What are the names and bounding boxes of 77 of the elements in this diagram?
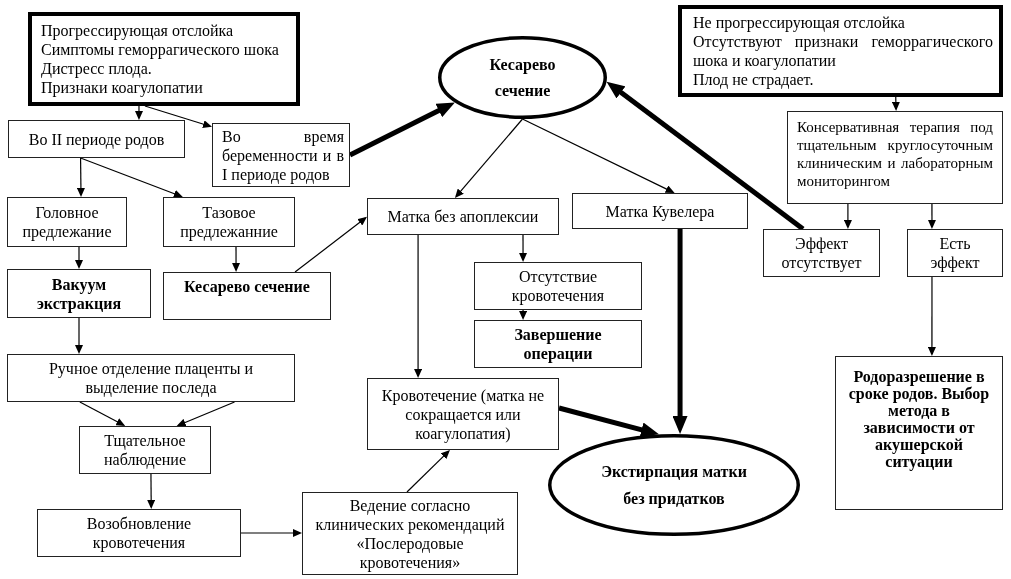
arrow <box>843 203 852 229</box>
node-text: Родоразрешение в сроке родов. Выбор метода в зависимости от акушерской ситуации <box>847 368 991 470</box>
step-box <box>163 197 295 247</box>
node-text: Ведение согласно клинических рекомендаций «Послеродовые кровотечения» <box>314 495 506 572</box>
node-text: Симптомы геморрагического шока <box>41 40 280 59</box>
step-box <box>572 193 748 229</box>
node-text: Экстирпация матки без придатков <box>600 462 748 510</box>
thick-arrow <box>348 102 455 158</box>
step-box <box>367 198 559 235</box>
node-text: Дистресс плода. <box>41 59 153 78</box>
arrow <box>79 157 183 198</box>
node-text: Консервативная терапия под тщательным круглосуточным клиническим и лабораторным мониторингом <box>797 118 993 190</box>
arrow <box>927 276 936 356</box>
node-text: Кесарево сечение <box>488 54 557 101</box>
arrow <box>144 105 212 128</box>
arrow <box>135 105 143 120</box>
thick-arrow <box>606 81 805 231</box>
arrow <box>75 246 83 269</box>
arrow <box>232 246 241 272</box>
node-text: Есть эффект <box>929 234 981 272</box>
node-text: Кесарево сечение <box>183 277 311 296</box>
step-box <box>763 229 880 277</box>
step-box <box>367 378 559 450</box>
arrow <box>79 401 126 426</box>
step-box <box>835 356 1003 510</box>
arrow <box>176 401 236 427</box>
arrow <box>406 450 450 493</box>
step-box <box>163 272 331 320</box>
arrow <box>240 529 302 537</box>
node-text: Ручное отделение плаценты и выделение последа <box>47 359 255 397</box>
node-text: Отсутствуют признаки геморрагического шока и коагулопатии <box>693 32 993 70</box>
node-text: Тазовое предлежанние <box>179 203 279 241</box>
arrow <box>147 473 156 509</box>
step-box <box>302 492 518 575</box>
arrow <box>519 309 528 320</box>
node-text: Не прогрессирующая отслойка <box>693 13 906 32</box>
step-box <box>7 269 151 318</box>
arrow <box>927 203 936 229</box>
step-box <box>212 123 350 187</box>
step-box <box>7 197 127 247</box>
node-text: Вакуум экстракция <box>35 274 123 313</box>
node-text: Во II периоде родов <box>27 129 166 149</box>
node-text: Во время беременности и в I периоде родов <box>222 126 344 184</box>
node-text: Матка без апоплексии <box>386 207 540 226</box>
arrow <box>75 317 83 354</box>
arrow <box>454 118 524 198</box>
step-box <box>474 320 642 368</box>
node-text: Признаки коагулопатии <box>41 78 204 97</box>
arrow <box>76 157 85 197</box>
step-box <box>8 120 185 158</box>
thick-arrow <box>672 229 688 435</box>
node-text: Головное предлежание <box>21 203 113 241</box>
node-text: Прогрессирующая отслойка <box>41 21 235 40</box>
node-text: Возобновление кровотечения <box>85 514 193 552</box>
node-text: Отсутствие кровотечения <box>510 267 606 305</box>
step-box <box>474 262 642 310</box>
node-text: Кровотечение (матка не сокращается или коагулопатия) <box>380 385 546 443</box>
arrow <box>294 216 367 273</box>
node-text: Плод не страдает. <box>693 70 815 89</box>
node-text: Тщательное наблюдение <box>103 431 187 469</box>
condition-box <box>28 12 300 106</box>
arrow <box>521 118 675 193</box>
outcome-ellipse <box>438 36 607 119</box>
arrow <box>519 234 528 262</box>
arrow <box>891 96 900 111</box>
step-box <box>37 509 241 557</box>
step-box <box>787 111 1003 204</box>
condition-box <box>678 5 1003 97</box>
step-box <box>907 229 1003 277</box>
thick-arrow <box>558 405 659 438</box>
node-text: Эффект отсутствует <box>780 234 863 272</box>
node-text: Завершение операции <box>513 325 603 363</box>
arrow <box>414 234 423 378</box>
step-box <box>7 354 295 402</box>
step-box <box>79 426 211 474</box>
node-text: Матка Кувелера <box>604 201 716 221</box>
outcome-ellipse <box>548 434 800 536</box>
